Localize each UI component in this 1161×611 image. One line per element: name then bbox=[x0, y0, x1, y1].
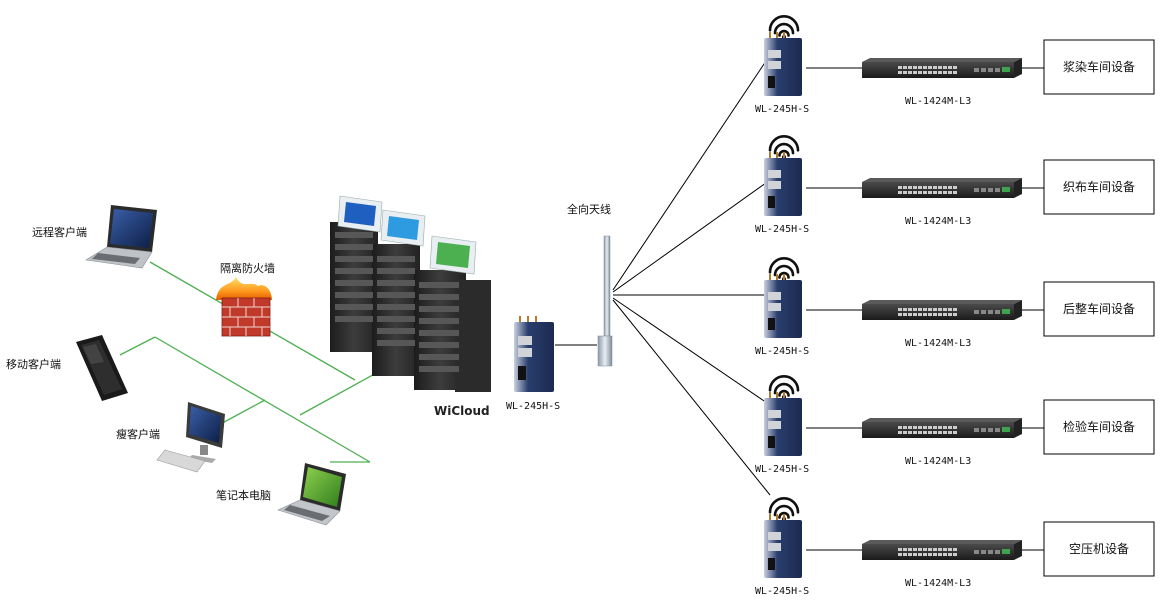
row-router-icon bbox=[764, 514, 802, 578]
center-router-label: WL-245H-S bbox=[506, 401, 560, 412]
wicloud-label: WiCloud bbox=[434, 404, 490, 418]
row-router-icon bbox=[764, 392, 802, 456]
row-switch-icon bbox=[862, 300, 1022, 320]
row-device-box bbox=[1043, 159, 1155, 215]
row-device-box bbox=[1043, 521, 1155, 577]
row-switch-icon bbox=[862, 540, 1022, 560]
wireless-link-4 bbox=[612, 297, 771, 406]
row-switch-label: WL-1424M-L3 bbox=[905, 456, 971, 467]
row-switch-label: WL-1424M-L3 bbox=[905, 216, 971, 227]
antenna-label: 全向天线 bbox=[567, 202, 611, 216]
workshop-row: WL-245H-S WL-1424M-L3 浆染车间设备 bbox=[755, 15, 1155, 115]
workshop-row: WL-245H-S WL-1424M-L3 空压机设备 bbox=[755, 497, 1155, 597]
wicloud-server-racks bbox=[330, 195, 491, 392]
mobile-client-label: 移动客户端 bbox=[6, 357, 61, 371]
wireless-link-1 bbox=[612, 54, 771, 291]
row-router-label: WL-245H-S bbox=[755, 104, 809, 115]
row-switch-label: WL-1424M-L3 bbox=[905, 96, 971, 107]
workshop-rows: WL-245H-S WL-1424M-L3 浆染车间设备 WL-245H-S WL-14… bbox=[755, 15, 1155, 597]
lan-link-mobile-b bbox=[154, 336, 371, 463]
wireless-link-5 bbox=[612, 299, 771, 496]
row-switch-icon bbox=[862, 178, 1022, 198]
row-router-label: WL-245H-S bbox=[755, 224, 809, 235]
laptop-computer bbox=[277, 463, 346, 526]
workshop-row: WL-245H-S WL-1424M-L3 检验车间设备 bbox=[755, 375, 1155, 475]
row-device-box bbox=[1043, 39, 1155, 95]
wireless-links bbox=[612, 54, 771, 496]
row-device-box bbox=[1043, 399, 1155, 455]
row-switch-label: WL-1424M-L3 bbox=[905, 578, 971, 589]
thin-client-label: 瘦客户端 bbox=[116, 427, 160, 441]
row-switch-label: WL-1424M-L3 bbox=[905, 338, 971, 349]
row-router-label: WL-245H-S bbox=[755, 586, 809, 597]
row-device-label: 检验车间设备 bbox=[1063, 419, 1135, 434]
row-switch-icon bbox=[862, 418, 1022, 438]
row-switch-icon bbox=[862, 58, 1022, 78]
lan-link-mobile-a bbox=[119, 336, 156, 356]
row-device-label: 空压机设备 bbox=[1069, 542, 1129, 556]
row-router-label: WL-245H-S bbox=[755, 346, 809, 357]
firewall-label: 隔离防火墙 bbox=[220, 261, 275, 275]
row-router-label: WL-245H-S bbox=[755, 464, 809, 475]
omni-antenna-icon bbox=[597, 235, 613, 367]
row-device-box bbox=[1043, 281, 1155, 337]
workshop-row: WL-245H-S WL-1424M-L3 后整车间设备 bbox=[755, 257, 1155, 357]
remote-client-laptop bbox=[85, 205, 157, 269]
row-router-icon bbox=[764, 274, 802, 338]
laptop-label: 笔记本电脑 bbox=[216, 488, 271, 502]
row-router-icon bbox=[764, 152, 802, 216]
mobile-client-tablet bbox=[76, 335, 128, 401]
row-device-label: 织布车间设备 bbox=[1063, 179, 1135, 194]
firewall-icon bbox=[216, 277, 272, 337]
wireless-link-2 bbox=[612, 179, 771, 293]
row-router-icon bbox=[764, 32, 802, 96]
workshop-row: WL-245H-S WL-1424M-L3 织布车间设备 bbox=[755, 135, 1155, 235]
remote-client-label: 远程客户端 bbox=[32, 225, 87, 239]
row-device-label: 后整车间设备 bbox=[1063, 301, 1135, 316]
thin-client-monitor bbox=[156, 402, 225, 473]
wifi-icon bbox=[768, 257, 800, 281]
wifi-icon bbox=[768, 135, 800, 159]
center-router-icon bbox=[514, 316, 554, 392]
row-device-label: 浆染车间设备 bbox=[1063, 59, 1135, 74]
